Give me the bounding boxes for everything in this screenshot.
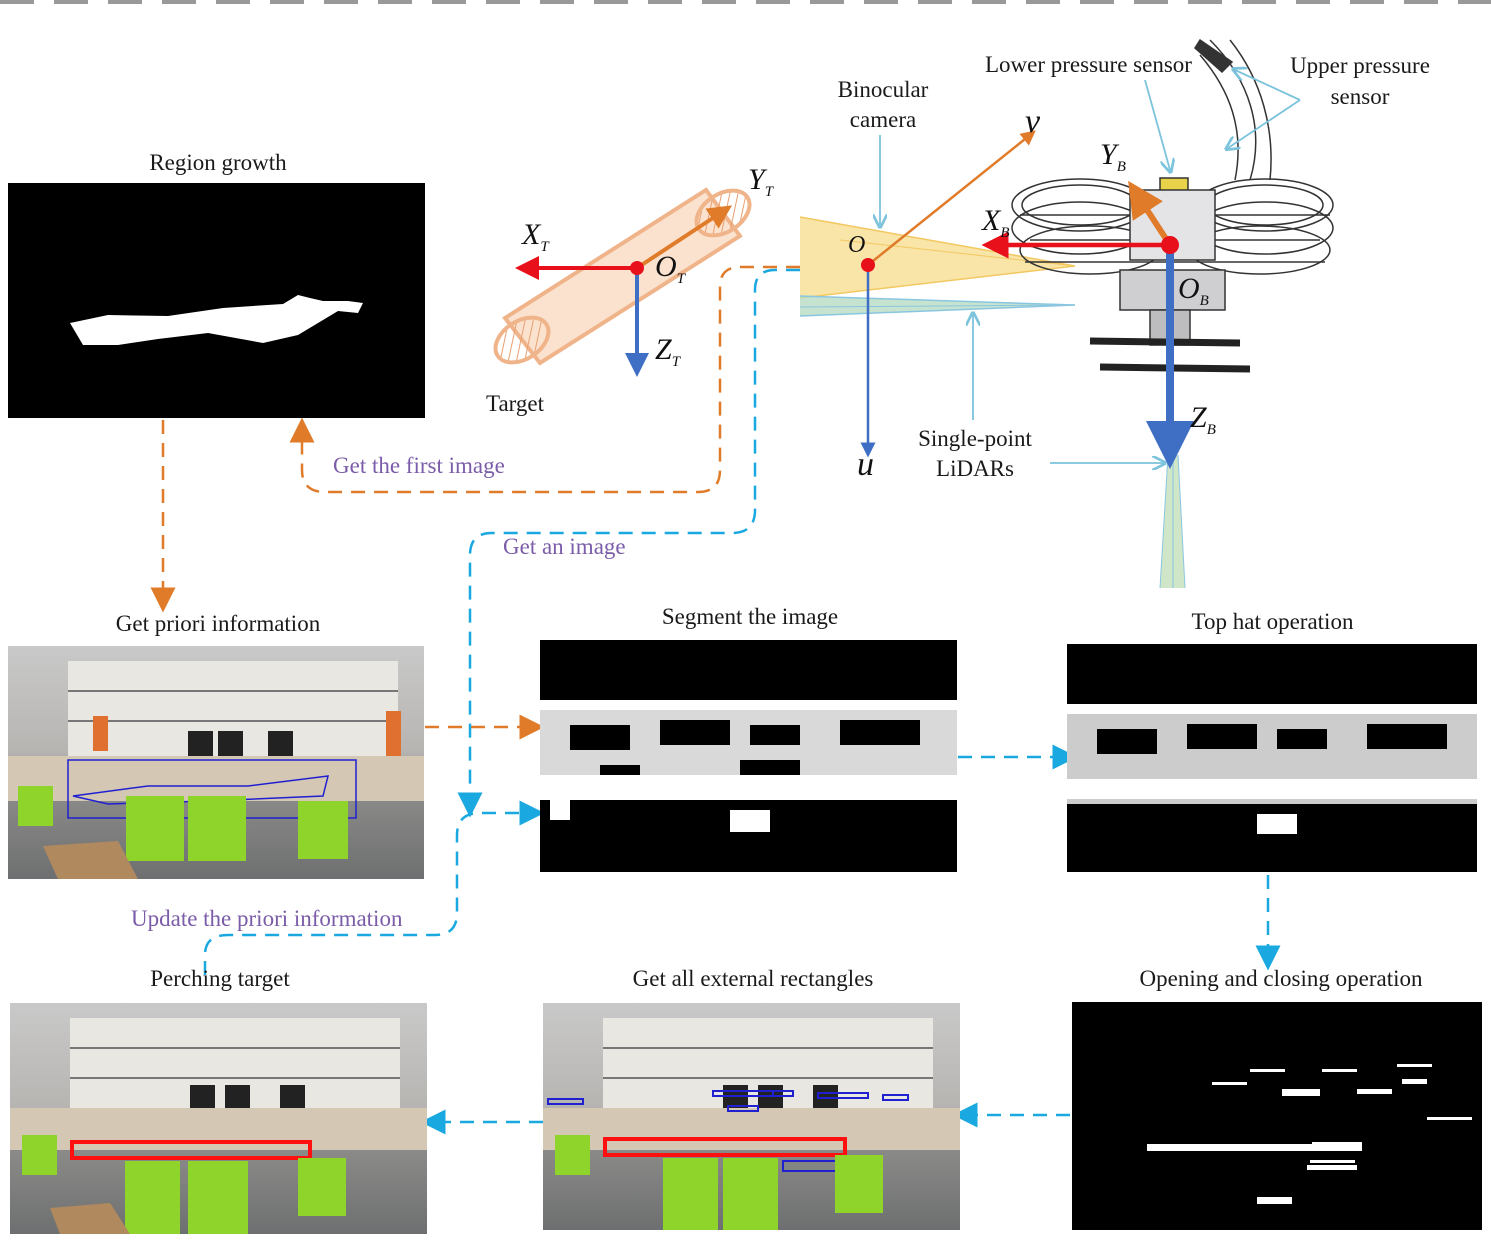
priori-scene (8, 661, 424, 879)
axis-label-ob: OB (1178, 272, 1209, 309)
orange-flow-lines (150, 265, 800, 740)
axis-label-v: v (1025, 103, 1041, 140)
drone-axes (981, 180, 1194, 469)
axis-label-ot: OT (655, 250, 686, 287)
top-hat-image (1067, 644, 1477, 872)
flow-label-update: Update the priori information (131, 906, 403, 931)
label-lidar-line1: Single-point (918, 426, 1032, 451)
priori-information-photo (8, 646, 424, 879)
drone-body (1011, 38, 1334, 373)
axis-label-zb: ZB (1190, 401, 1216, 438)
label-lower-sensor: Lower pressure sensor (985, 52, 1192, 77)
caption-priori: Get priori information (115, 611, 321, 636)
axis-label-yb: YB (1100, 138, 1126, 175)
flow-label-first-image: Get the first image (333, 453, 505, 478)
axis-label-xb: XB (982, 204, 1010, 241)
caption-opening: Opening and closing operation (1139, 966, 1423, 991)
flow-label-an-image: Get an image (503, 534, 626, 559)
region-growth-image (8, 183, 425, 418)
region-growth-blob (70, 295, 363, 345)
axis-label-xt: XT (522, 218, 549, 255)
label-lidar-line2: LiDARs (936, 456, 1014, 481)
label-upper-sensor-line2: sensor (1330, 84, 1390, 109)
label-upper-sensor-line1: Upper pressure (1290, 53, 1430, 78)
external-rectangles-photo (543, 1003, 960, 1230)
rect-scene (543, 1018, 960, 1230)
axis-label-o: O (848, 232, 866, 258)
caption-segment: Segment the image (661, 604, 839, 629)
caption-rectangles: Get all external rectangles (632, 966, 874, 991)
opening-closing-image (1072, 1002, 1482, 1230)
caption-perching: Perching target (150, 966, 290, 991)
target-axes (515, 205, 733, 377)
label-target: Target (486, 391, 544, 416)
label-camera-line1: Binocular (837, 77, 929, 102)
callout-lines (880, 70, 1301, 463)
target-cylinder (493, 187, 752, 366)
caption-region-growth: Region growth (149, 150, 287, 175)
caption-tophat: Top hat operation (1191, 609, 1354, 634)
tophat-pattern (1067, 704, 1477, 834)
camera-fov (799, 216, 1076, 317)
segment-image (540, 640, 957, 872)
axis-label-yt: YT (748, 163, 774, 200)
label-camera-line2: camera (849, 107, 917, 132)
opening-pattern (1147, 1064, 1472, 1204)
blue-flow-lines (203, 268, 1281, 1135)
axis-label-u: u (857, 446, 874, 483)
segment-pattern (540, 700, 957, 832)
perching-target-photo (10, 1003, 427, 1234)
camera-axes (860, 130, 1036, 458)
drone-lidar-beam (1159, 454, 1186, 589)
perch-scene (10, 1018, 427, 1234)
axis-label-zt: ZT (655, 333, 681, 370)
